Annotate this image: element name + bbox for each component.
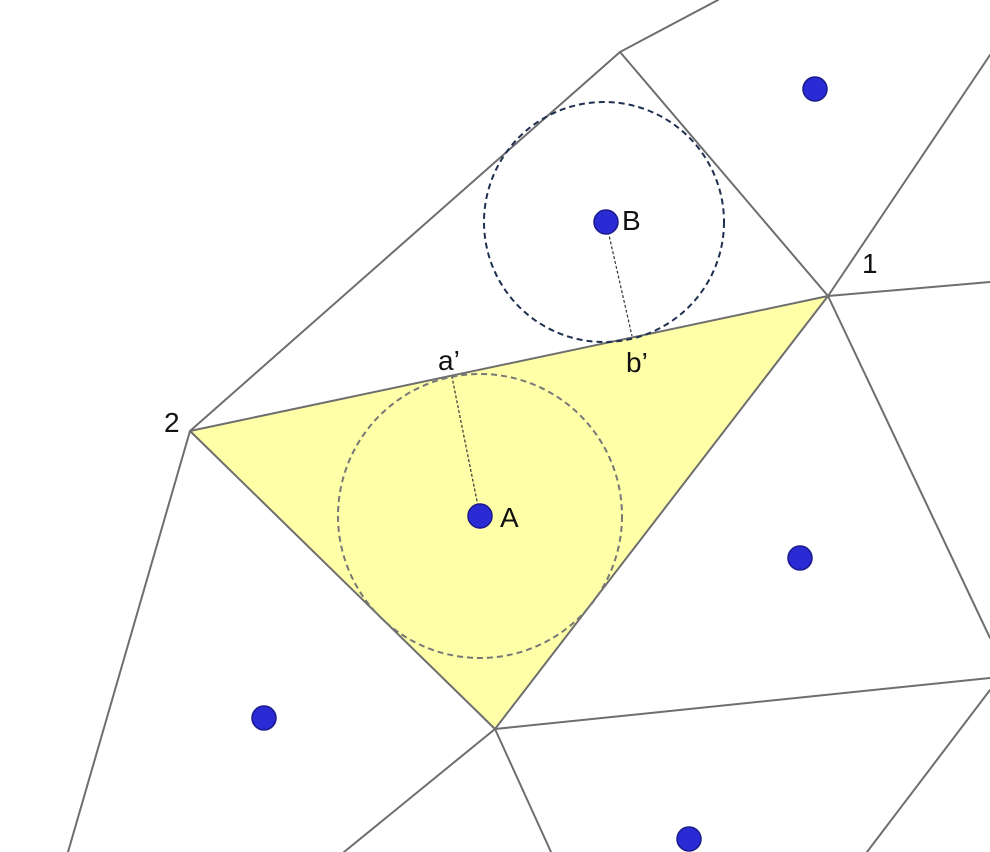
label-point-b: B <box>622 205 641 236</box>
edge-left-outer-upper <box>189 51 621 432</box>
site-right <box>787 545 813 571</box>
site-bottom <box>676 826 702 852</box>
label-vertex-2: 2 <box>164 407 180 438</box>
label-point-a: A <box>500 502 519 533</box>
edge-2-to-bottom <box>189 430 496 730</box>
label-a-prime: a’ <box>438 345 460 376</box>
point-a <box>467 503 493 529</box>
site-bottom-left <box>251 705 277 731</box>
segment-a-to-a-prime <box>451 376 481 517</box>
segment-b-to-b-prime <box>605 221 633 337</box>
edge-top-outer <box>619 0 719 53</box>
edge-bottom-right <box>494 677 990 730</box>
point-b <box>593 209 619 235</box>
site-top-right <box>802 76 828 102</box>
edge-bottom-left <box>343 728 496 852</box>
edge-far-right-lower <box>866 689 990 852</box>
edge-right-long <box>827 295 990 639</box>
edge-right-mid <box>827 281 990 297</box>
circle-a <box>337 373 623 659</box>
mesh-edges <box>67 0 990 852</box>
edge-left-outer-lower <box>67 430 191 852</box>
site-points <box>251 76 828 852</box>
label-b-prime: b’ <box>626 347 648 378</box>
circle-b <box>483 101 725 343</box>
edge-bottom-down <box>494 728 552 852</box>
edge-1-to-2 <box>189 295 829 432</box>
edge-upper-diagonal <box>619 51 829 297</box>
edge-right-upper <box>827 54 990 297</box>
edge-1-to-bottom <box>494 295 829 730</box>
highlighted-triangle <box>190 296 828 729</box>
label-vertex-1: 1 <box>862 248 878 279</box>
